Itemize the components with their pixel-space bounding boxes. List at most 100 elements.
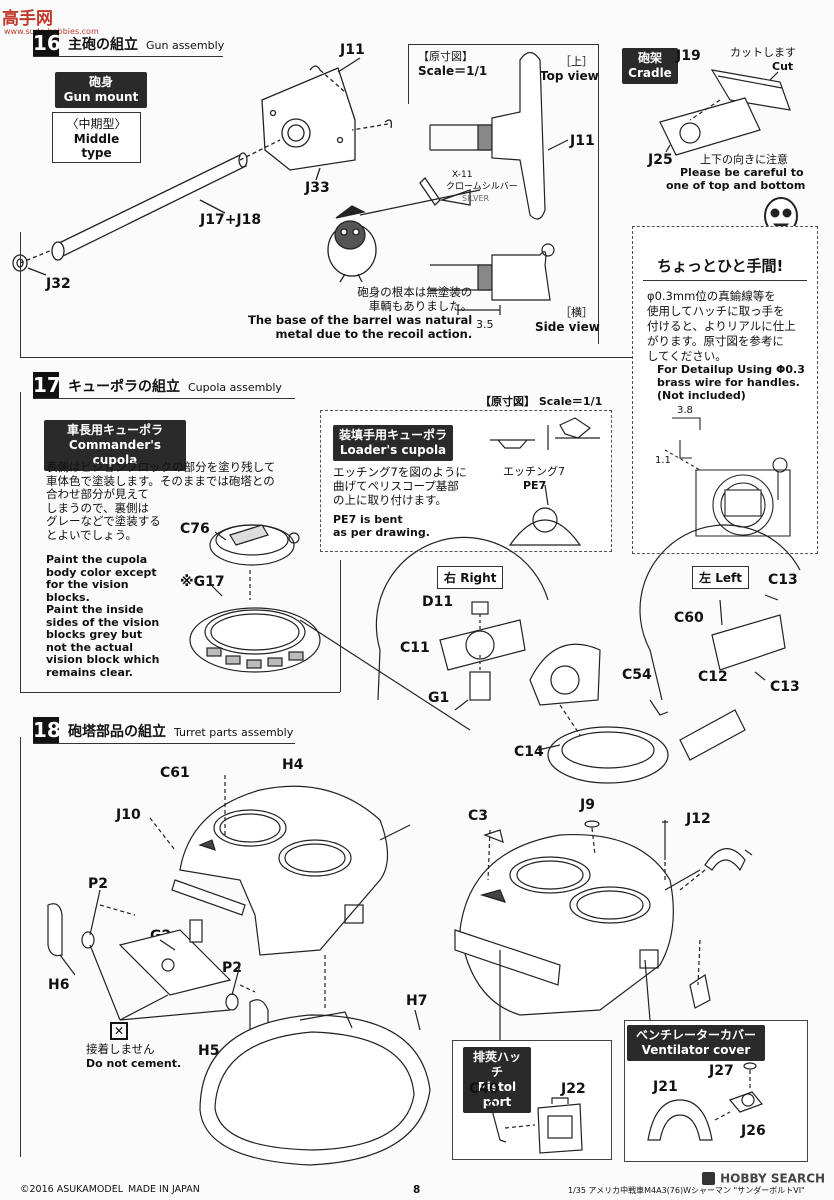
no-cement-icon: ✕ (110, 1022, 128, 1040)
barrel-note-en-2: metal due to the recoil action. (275, 327, 473, 341)
etch-label: PE7 (523, 479, 547, 492)
footer-product: 1/35 アメリカ中戦車M4A3(76)Wシャーマン "サンダーボルトVI" (568, 1186, 805, 1195)
commander-paint-jp: 表側はビジョンブロックの部分を塗り残して 車体色で塗装します。そのままでは砲塔と… (46, 460, 275, 542)
step-16-title-jp: 主砲の組立 (68, 37, 138, 53)
part-c40: C40 (469, 1081, 499, 1097)
commander-paint-en-7: blocks grey but (46, 628, 143, 641)
tip-body-en-2: brass wire for handles. (657, 376, 800, 389)
commander-paint-en-2: body color except (46, 565, 157, 579)
tip-body-en-3: (Not included) (657, 389, 746, 402)
step-16-number: 16 (33, 30, 61, 56)
part-c13-bottom: C13 (770, 679, 800, 695)
dimension-3-5: 3.5 (476, 318, 494, 331)
part-h7: H7 (406, 993, 428, 1009)
tip-dim-a: 3.8 (677, 405, 693, 416)
part-j9: J9 (580, 797, 595, 813)
part-c14: C14 (514, 744, 544, 760)
cradle-label: 砲架 Cradle (622, 48, 678, 84)
loader-etch-jp: エッチング7を図のように 曲げてペリスコープ基部 の上に取り付けます。 (333, 465, 467, 507)
commander-paint-jp-6: とよいでしょう。 (46, 527, 137, 542)
middle-type-jp: 〈中期型〉 (66, 117, 127, 131)
loader-etch-en-2: as per drawing. (333, 526, 430, 539)
step-18-title-en: Turret parts assembly (174, 726, 294, 739)
loader-etch-jp-3: の上に取り付けます。 (333, 493, 447, 507)
paint-name-en: SILVER (462, 194, 490, 203)
commander-cupola-en: Commander's cupola (68, 438, 162, 467)
step-18-title: 砲塔部品の組立 Turret parts assembly (68, 721, 293, 741)
footer-made-in: MADE IN JAPAN (128, 1184, 200, 1195)
ventilator-jp: ベンチレーターカバー (635, 1028, 756, 1042)
middle-type-en: Middle type (73, 132, 120, 160)
commander-paint-en-3: for the vision (46, 578, 129, 591)
part-h5: H5 (198, 1043, 220, 1059)
tip-dim-b: 1.1 (655, 455, 671, 466)
paint-code: X-11 (452, 170, 473, 180)
step-18-title-jp: 砲塔部品の組立 (68, 724, 166, 740)
middle-type-label: 〈中期型〉 Middle type (52, 112, 141, 163)
part-p2-left: P2 (88, 876, 109, 892)
scale-label: Scale＝1/1 (418, 64, 488, 78)
part-j11-top: J11 (340, 42, 365, 58)
part-j11-scale: J11 (570, 133, 595, 149)
step-17-left-rule (20, 392, 21, 692)
cut-en: Cut (772, 60, 794, 73)
step-17-number: 17 (33, 372, 61, 398)
top-view-en: Top view (540, 69, 599, 83)
watermark-logo-text: 高手网 (2, 9, 53, 29)
commander-paint-en-4: blocks. (46, 590, 90, 604)
top-view-jp: ［上］ (560, 55, 593, 68)
paint-name-jp: クロームシルバー (446, 182, 518, 192)
tip-body-jp-5: してください。 (647, 349, 727, 363)
scale-drawing-right-rule (598, 44, 599, 344)
step16-left-rule (20, 232, 21, 357)
footer-page-number: 8 (413, 1184, 421, 1196)
side-view-jp: ［横］ (560, 306, 593, 319)
right-label: 右 Right (437, 566, 504, 589)
step-17-bottom-rule (20, 692, 340, 693)
step-18-left-rule (20, 737, 21, 1157)
tip-body-en: For Detailup Using Φ0.3 brass wire for h… (657, 363, 805, 402)
part-j26: J26 (741, 1123, 766, 1139)
gun-mount-label: 砲身 Gun mount (55, 72, 147, 108)
part-j25: J25 (648, 152, 673, 168)
barrel-note: 砲身の根本は無塗装の 車輌もありました。 The base of the bar… (248, 285, 472, 341)
cut-jp: カットします (730, 46, 796, 59)
left-label: 左 Left (692, 566, 749, 589)
loader-etch-en: PE7 is bent as per drawing. (333, 513, 430, 539)
watermark-logo: 高手网 (2, 4, 53, 29)
pistol-port-panel: 排莢ハッチ Pistol port C40 J22 (452, 1040, 612, 1160)
tip-body-jp: φ0.3mm位の真鍮線等を 使用してハッチに取っ手を 付けると、よりリアルに仕上… (647, 289, 796, 364)
tip-body-jp-2: 使用してハッチに取っ手を (647, 304, 785, 318)
tip-body-en-1: For Detailup Using Φ0.3 (657, 363, 805, 376)
loader-etch-en-1: PE7 is bent (333, 513, 403, 526)
pistol-port-jp: 排莢ハッチ (472, 1050, 521, 1079)
step-17-underline (33, 398, 295, 399)
part-p2-right: P2 (222, 960, 243, 976)
tip-body-jp-3: 付けると、よりリアルに仕上 (647, 319, 796, 333)
etch-label-jp: エッチング7 (503, 465, 565, 478)
commander-cupola-label: 車長用キューポラ Commander's cupola (44, 420, 186, 471)
part-j27: J27 (709, 1063, 734, 1079)
commander-paint-en-5: Paint the inside (46, 603, 144, 616)
footer-watermark: HOBBY SEARCH (702, 1168, 825, 1187)
commander-paint-jp-4: しまうので、裏側は (46, 500, 150, 515)
loader-etch-jp-1: エッチング7を図のように (333, 465, 467, 479)
tip-title-rule (643, 280, 807, 281)
part-c54: C54 (622, 667, 652, 683)
step-17-mid-rule (340, 560, 341, 692)
footer-watermark-text: HOBBY SEARCH (720, 1171, 826, 1186)
careful-en-1: Please be careful to (680, 166, 804, 179)
left-label-jp: 左 (699, 571, 712, 585)
part-j33: J33 (305, 180, 330, 196)
careful-en-2: one of top and bottom (666, 179, 806, 192)
part-j22: J22 (561, 1081, 586, 1097)
commander-paint-en-10: remains clear. (46, 665, 133, 679)
commander-paint-jp-5: グレーなどで塗装する (46, 514, 161, 528)
barrel-note-en-1: The base of the barrel was natural (248, 313, 473, 327)
